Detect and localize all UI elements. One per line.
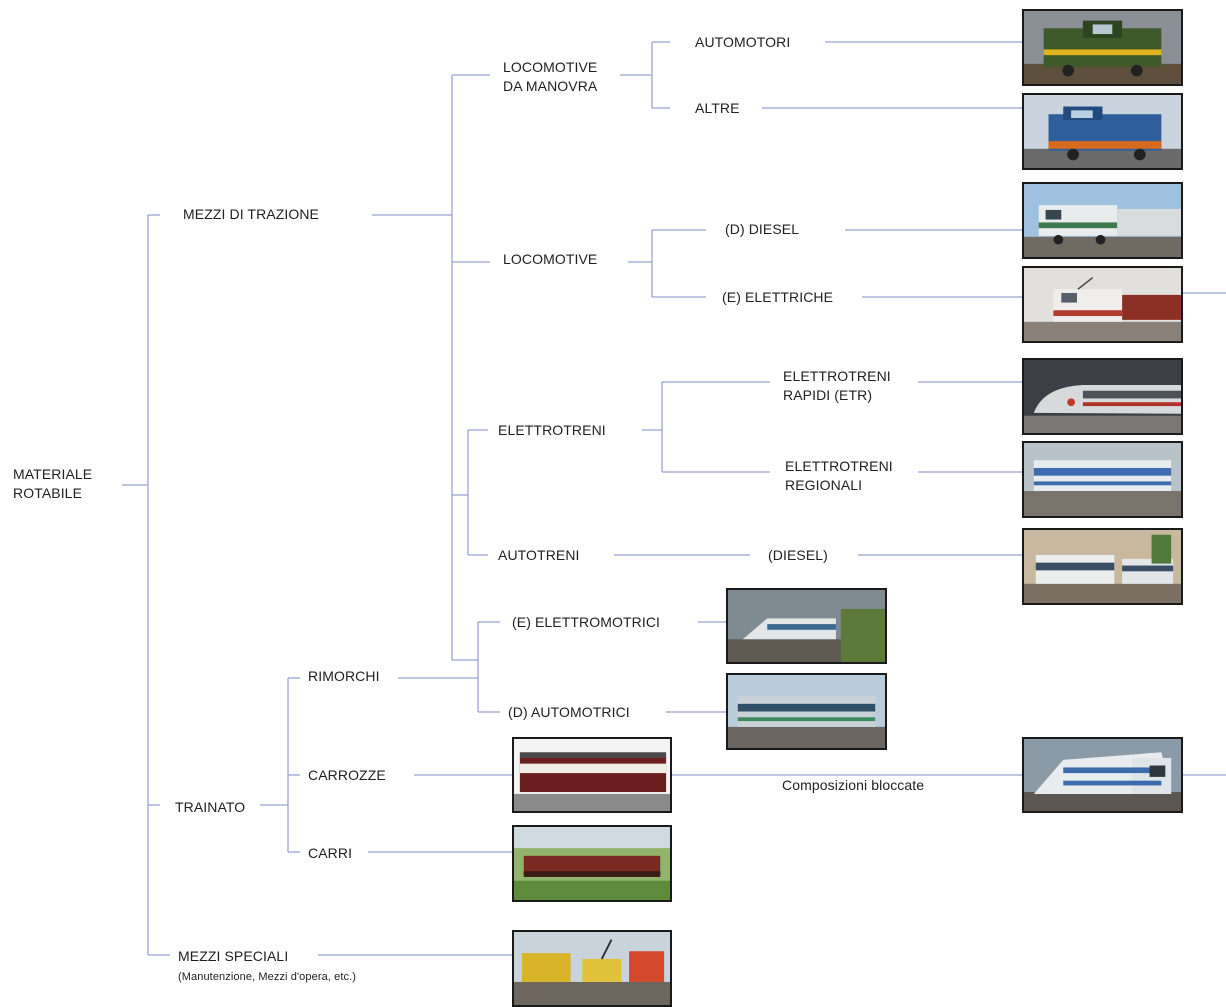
diesel-automotrice-photo [726, 673, 887, 750]
node-autotreni: AUTOTRENI [498, 546, 580, 565]
freight-wagon-photo [512, 825, 672, 902]
diesel-railcar-photo-art [1024, 530, 1181, 603]
label-line: LOCOMOTIVE [503, 58, 597, 77]
diesel-locomotive-photo-art [1024, 184, 1181, 257]
double-deck-train-photo [1022, 737, 1183, 813]
node-diesel-auto: (DIESEL) [768, 546, 828, 565]
blue-shunter-photo-art [1024, 95, 1181, 168]
node-materiale-rotabile: MATERIALE ROTABILE [13, 465, 92, 503]
electric-railcar-photo [726, 588, 887, 664]
label-line: MATERIALE [13, 465, 92, 484]
node-carri: CARRI [308, 844, 352, 863]
shunter-locomotive-photo [1022, 9, 1183, 86]
diesel-railcar-photo [1022, 528, 1183, 605]
node-locomotive-manovra: LOCOMOTIVE DA MANOVRA [503, 58, 597, 96]
node-mezzi-di-trazione: MEZZI DI TRAZIONE [183, 205, 319, 224]
maintenance-vehicles-photo-art [514, 932, 670, 1005]
node-rimorchi: RIMORCHI [308, 667, 380, 686]
node-elettromotrici: (E) ELETTROMOTRICI [512, 613, 660, 632]
label-line: REGIONALI [785, 476, 893, 495]
node-locomotive: LOCOMOTIVE [503, 250, 597, 269]
label-composizioni-bloccate: Composizioni bloccate [782, 776, 924, 795]
label-line: DA MANOVRA [503, 77, 597, 96]
diesel-automotrice-photo-art [728, 675, 885, 748]
node-automotori: AUTOMOTORI [695, 33, 790, 52]
node-elettrotreni: ELETTROTRENI [498, 421, 606, 440]
maintenance-vehicles-photo [512, 930, 672, 1007]
node-elettriche: (E) ELETTRICHE [722, 288, 833, 307]
node-trainato: TRAINATO [175, 798, 245, 817]
diesel-locomotive-photo [1022, 182, 1183, 259]
node-altre: ALTRE [695, 99, 740, 118]
shunter-locomotive-photo-art [1024, 11, 1181, 84]
regional-train-photo [1022, 441, 1183, 518]
label-line: RAPIDI (ETR) [783, 386, 891, 405]
node-mezzi-speciali-note: (Manutenzione, Mezzi d'opera, etc.) [178, 970, 356, 984]
electric-locomotive-photo [1022, 266, 1183, 343]
node-automotrici: (D) AUTOMOTRICI [508, 703, 630, 722]
electric-locomotive-photo-art [1024, 268, 1181, 341]
node-carrozze: CARROZZE [308, 766, 386, 785]
electric-railcar-photo-art [728, 590, 885, 662]
passenger-coach-photo-art [514, 739, 670, 811]
node-diesel-loco: (D) DIESEL [725, 220, 799, 239]
high-speed-train-photo-art [1024, 360, 1181, 433]
label-line: ELETTROTRENI [783, 367, 891, 386]
node-mezzi-speciali: MEZZI SPECIALI [178, 947, 288, 966]
passenger-coach-photo [512, 737, 672, 813]
regional-train-photo-art [1024, 443, 1181, 516]
node-etr-rapidi: ELETTROTRENI RAPIDI (ETR) [783, 367, 891, 405]
node-etr-regionali: ELETTROTRENI REGIONALI [785, 457, 893, 495]
double-deck-train-photo-art [1024, 739, 1181, 811]
label-line: ROTABILE [13, 484, 92, 503]
label-line: ELETTROTRENI [785, 457, 893, 476]
high-speed-train-photo [1022, 358, 1183, 435]
blue-shunter-photo [1022, 93, 1183, 170]
freight-wagon-photo-art [514, 827, 670, 900]
